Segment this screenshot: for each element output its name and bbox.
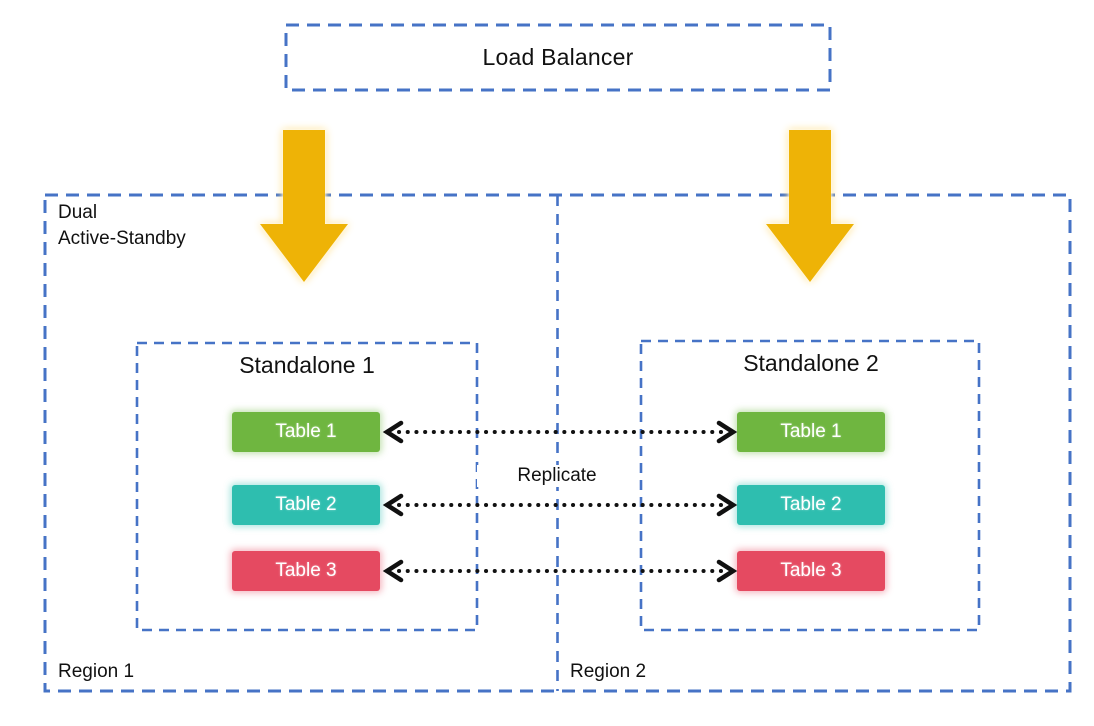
table-chip: Table 3	[232, 551, 380, 591]
container-title-line2: Active-Standby	[58, 228, 186, 249]
dual-active-standby-container-box	[43, 193, 1072, 693]
replication-arrow-table3	[382, 559, 738, 583]
table-chip: Table 1	[737, 412, 885, 452]
replication-arrow-table1	[382, 420, 738, 444]
table-chip-label: Table 1	[275, 421, 337, 442]
table-chip-label: Table 2	[780, 494, 842, 515]
standalone-2-title: Standalone 2	[743, 350, 879, 376]
down-arrow-left-icon	[260, 130, 348, 282]
table-chip-label: Table 3	[275, 560, 337, 581]
table-chip-label: Table 2	[275, 494, 337, 515]
region-1-label: Region 1	[58, 661, 135, 682]
table-chip: Table 2	[737, 485, 885, 525]
container-title-line1: Dual	[58, 202, 98, 223]
table-chip-label: Table 1	[780, 421, 842, 442]
load-balancer-label: Load Balancer	[482, 44, 634, 70]
table-chip-label: Table 3	[780, 560, 842, 581]
table-chip: Table 1	[232, 412, 380, 452]
table-chip: Table 3	[737, 551, 885, 591]
container-title: Dual Active-Standby	[58, 200, 186, 252]
replication-arrow-table2	[382, 493, 738, 517]
replicate-label: Replicate	[477, 465, 637, 487]
table-chip: Table 2	[232, 485, 380, 525]
standalone-1-title: Standalone 1	[239, 352, 375, 378]
down-arrow-right-icon	[766, 130, 854, 282]
region-2-label: Region 2	[570, 661, 647, 682]
